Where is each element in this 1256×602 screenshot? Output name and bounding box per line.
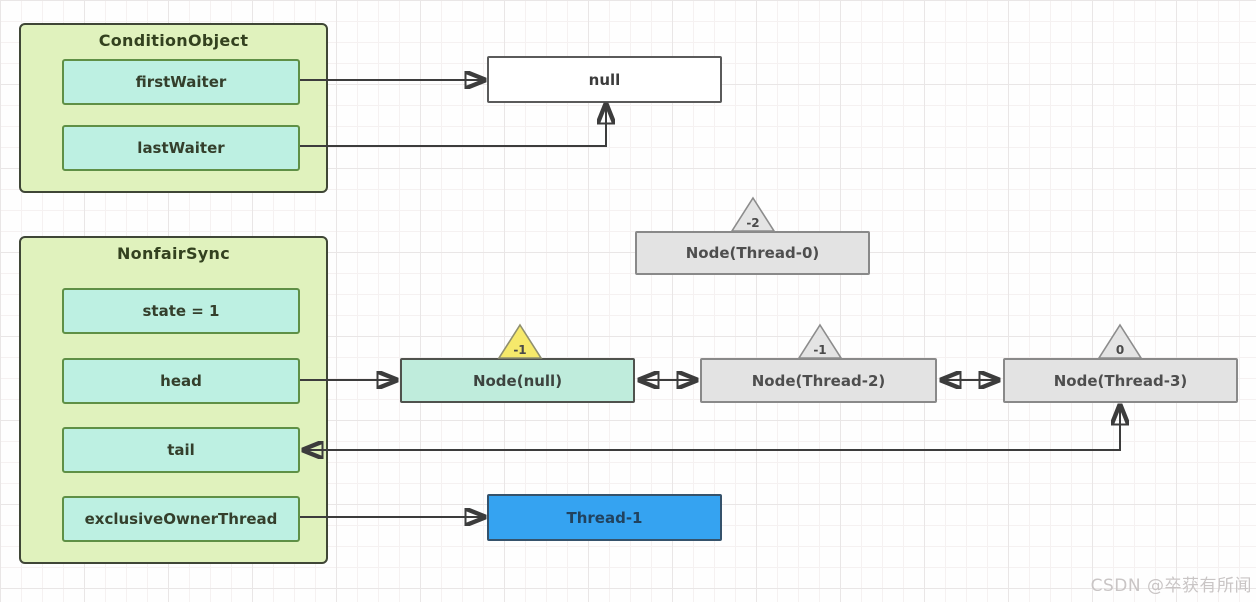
field-exclusiveownerthread: exclusiveOwnerThread [62, 496, 300, 542]
node-thread-0-box: Node(Thread-0) [635, 231, 870, 275]
waitstatus-triangle-node-thread-0: -2 [730, 196, 776, 232]
node-thread-3-label: Node(Thread-3) [1053, 371, 1188, 390]
nonfairsync-title: NonfairSync [116, 244, 231, 263]
thread-1-label: Thread-1 [566, 508, 643, 527]
nonfairsync-box: NonfairSync state = 1 head tail exclusiv… [19, 236, 328, 564]
arrow-lastwaiter-to-null [300, 106, 606, 147]
null-node-label: null [588, 70, 621, 89]
thread-1-box: Thread-1 [487, 494, 722, 541]
condition-object-box: ConditionObject firstWaiter lastWaiter [19, 23, 328, 193]
field-tail-label: tail [167, 441, 195, 459]
watermark: CSDN @卒获有所闻 [1090, 576, 1252, 596]
field-firstwaiter-label: firstWaiter [135, 73, 227, 91]
waitstatus-node-null: -1 [513, 343, 526, 357]
field-head: head [62, 358, 300, 404]
arrow-tail-node-thread-3 [305, 407, 1120, 450]
waitstatus-node-thread-0: -2 [746, 216, 759, 230]
node-null-label: Node(null) [472, 371, 563, 390]
waitstatus-node-thread-3: 0 [1116, 343, 1124, 357]
null-node-box: null [487, 56, 722, 103]
field-state-label: state = 1 [142, 302, 220, 320]
field-head-label: head [160, 372, 202, 390]
field-firstwaiter: firstWaiter [62, 59, 300, 105]
node-thread-2-label: Node(Thread-2) [751, 371, 886, 390]
node-thread-3-box: Node(Thread-3) [1003, 358, 1238, 403]
field-tail: tail [62, 427, 300, 473]
waitstatus-triangle-node-null: -1 [497, 323, 543, 359]
condition-object-title: ConditionObject [98, 31, 249, 50]
field-exclusiveownerthread-label: exclusiveOwnerThread [84, 510, 278, 528]
field-lastwaiter: lastWaiter [62, 125, 300, 171]
field-lastwaiter-label: lastWaiter [137, 139, 225, 157]
waitstatus-node-thread-2: -1 [813, 343, 826, 357]
waitstatus-triangle-node-thread-3: 0 [1097, 323, 1143, 359]
waitstatus-triangle-node-thread-2: -1 [797, 323, 843, 359]
node-thread-0-label: Node(Thread-0) [685, 244, 820, 262]
node-thread-2-box: Node(Thread-2) [700, 358, 937, 403]
field-state: state = 1 [62, 288, 300, 334]
node-null-box: Node(null) [400, 358, 635, 403]
